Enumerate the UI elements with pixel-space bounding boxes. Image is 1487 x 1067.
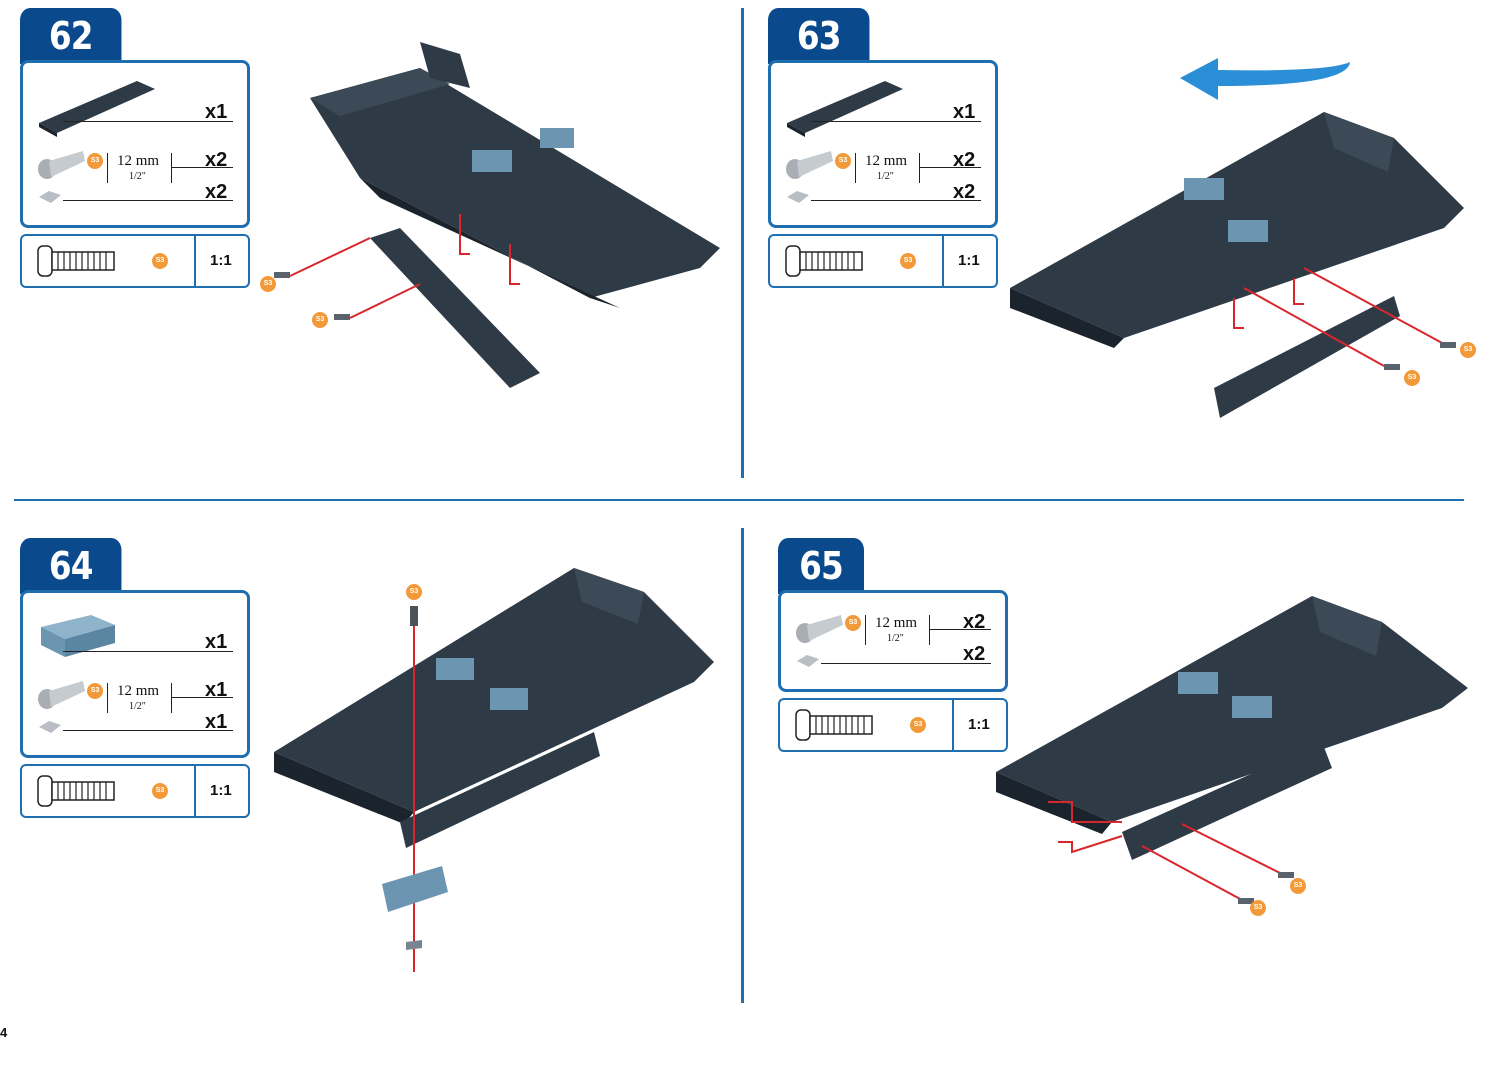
horizontal-divider [14,499,1464,501]
vertical-divider-bottom [741,528,744,1003]
screw-part-icon [796,615,843,643]
callout-badge: S3 [1404,370,1420,386]
screw-scale-icon [785,245,863,277]
nut-qty: x2 [963,643,986,665]
assembly-illustration [274,42,720,388]
screw-part-icon [38,681,85,709]
bracket-qty: x1 [205,631,228,653]
screw-scale-icon [37,245,115,277]
callout-badge: S3 [1250,900,1266,916]
rotate-arrow-icon [1180,58,1350,100]
nut-qty: x1 [205,711,228,733]
scale-ratio: 1:1 [210,782,232,799]
step-62: 62 x1 S3 12 mm 1/2" x2 x2 S3 1: [20,8,740,488]
screw-qty: x2 [963,611,986,633]
scale-badge: S3 [152,253,168,269]
callout-badge: S3 [1290,878,1306,894]
page-number: 4 [0,1025,8,1040]
callout-badge: S3 [312,312,328,328]
parts-list: x1 S3 12 mm 1/2" x2 x2 [20,60,250,228]
screw-length-mm: 12 mm [865,153,908,169]
screw-length-in: 1/2" [129,171,146,182]
scale-reference: S3 1:1 [20,764,250,818]
screw-qty: x2 [205,149,228,171]
nut-part-icon [39,721,61,733]
step-65: 65 S3 12 mm 1/2" x2 x2 S3 1:1 [778,538,1478,1008]
screw-badge: S3 [87,153,103,169]
screw-length-in: 1/2" [877,171,894,182]
screw-badge: S3 [845,615,861,631]
parts-list: x1 S3 12 mm 1/2" x1 x1 [20,590,250,758]
callout-badge: S3 [260,276,276,292]
nut-part-icon [39,191,61,203]
plate-qty: x1 [953,101,976,123]
step-number: 62 [20,8,122,64]
scale-reference: S3 1:1 [778,698,1008,752]
screw-length-in: 1/2" [129,701,146,712]
plate-part-icon [39,81,155,137]
screw-badge: S3 [87,683,103,699]
parts-list: S3 12 mm 1/2" x2 x2 [778,590,1008,692]
nut-part-icon [787,191,809,203]
screw-length-mm: 12 mm [117,153,160,169]
plate-qty: x1 [205,101,228,123]
step-number: 65 [778,538,864,594]
screw-part-icon [38,151,85,179]
nut-qty: x2 [205,181,228,203]
scale-badge: S3 [910,717,926,733]
callout-badge: S3 [406,584,422,600]
screw-length-in: 1/2" [887,633,904,644]
vertical-divider-top [741,8,744,478]
assembly-illustration [274,568,714,972]
step-63: 63 x1 S3 12 mm 1/2" x2 x2 S3 1:1 [768,8,1478,488]
scale-reference: S3 1:1 [20,234,250,288]
nut-part-icon [797,655,819,667]
bracket-part-icon [41,615,115,657]
screw-scale-icon [37,775,115,807]
parts-list: x1 S3 12 mm 1/2" x2 x2 [768,60,998,228]
screw-length-mm: 12 mm [875,615,918,631]
assembly-illustration [1010,112,1464,418]
screw-qty: x2 [953,149,976,171]
plate-part-icon [787,81,903,137]
scale-reference: S3 1:1 [768,234,998,288]
step-number: 63 [768,8,870,64]
step-64: 64 x1 S3 12 mm 1/2" x1 x1 S3 [20,538,740,1008]
screw-part-icon [786,151,833,179]
step-number: 64 [20,538,122,594]
screw-scale-icon [795,709,873,741]
screw-qty: x1 [205,679,228,701]
scale-badge: S3 [152,783,168,799]
scale-ratio: 1:1 [968,716,990,733]
assembly-illustration [996,596,1468,904]
screw-badge: S3 [835,153,851,169]
scale-ratio: 1:1 [210,252,232,269]
scale-badge: S3 [900,253,916,269]
scale-ratio: 1:1 [958,252,980,269]
screw-length-mm: 12 mm [117,683,160,699]
nut-qty: x2 [953,181,976,203]
callout-badge: S3 [1460,342,1476,358]
